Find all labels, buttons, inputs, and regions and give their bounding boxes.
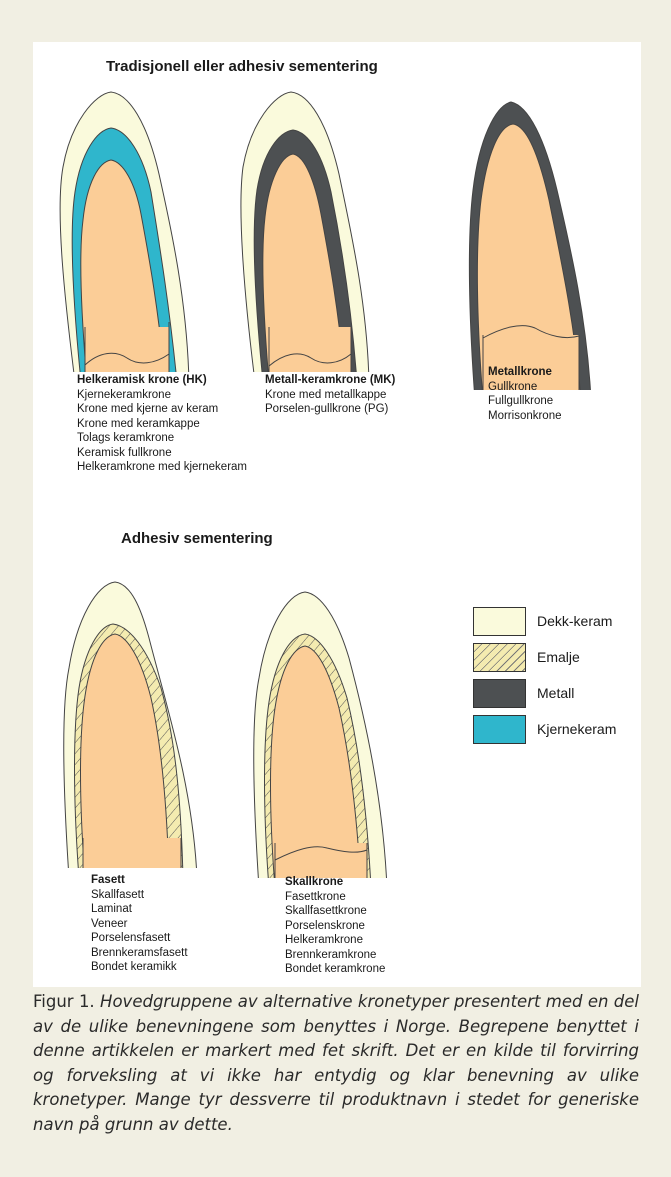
figure-panel: Tradisjonell eller adhesiv sementering H…	[33, 42, 641, 987]
tooth-label-fasett: Fasett Skallfasett Laminat Veneer Porsel…	[91, 873, 188, 975]
tooth-fasett	[57, 568, 217, 868]
legend-swatch-emalje	[473, 643, 526, 672]
figure-caption: Figur 1. Hovedgruppene av alternative kr…	[33, 990, 639, 1137]
tooth-label-skallkrone: Skallkrone Fasettkrone Skallfasettkrone …	[285, 875, 385, 977]
tooth-label-metall-keram: Metall-keramkrone (MK) Krone med metallk…	[265, 373, 395, 417]
tooth-helkeramisk-krone	[47, 82, 197, 372]
legend-swatch-dekk-keram	[473, 607, 526, 636]
caption-label: Figur 1.	[33, 992, 95, 1011]
tooth-label-helkeramisk: Helkeramisk krone (HK) Kjernekeramkrone …	[77, 373, 247, 475]
legend-swatch-metall	[473, 679, 526, 708]
tooth-metallkrone	[463, 100, 613, 390]
root	[275, 843, 367, 878]
root	[85, 327, 169, 372]
tooth-metall-keramkrone	[233, 82, 383, 372]
caption-text: Hovedgruppene av alternative kronetyper …	[33, 992, 639, 1134]
heading-traditional-or-adhesive: Tradisjonell eller adhesiv sementering	[106, 58, 378, 75]
root	[83, 838, 181, 868]
tooth-skallkrone	[247, 578, 407, 878]
heading-adhesive: Adhesiv sementering	[121, 530, 273, 547]
legend-swatch-kjernekeram	[473, 715, 526, 744]
tooth-label-metallkrone: Metallkrone Gullkrone Fullgullkrone Morr…	[488, 365, 562, 423]
root	[269, 327, 351, 372]
